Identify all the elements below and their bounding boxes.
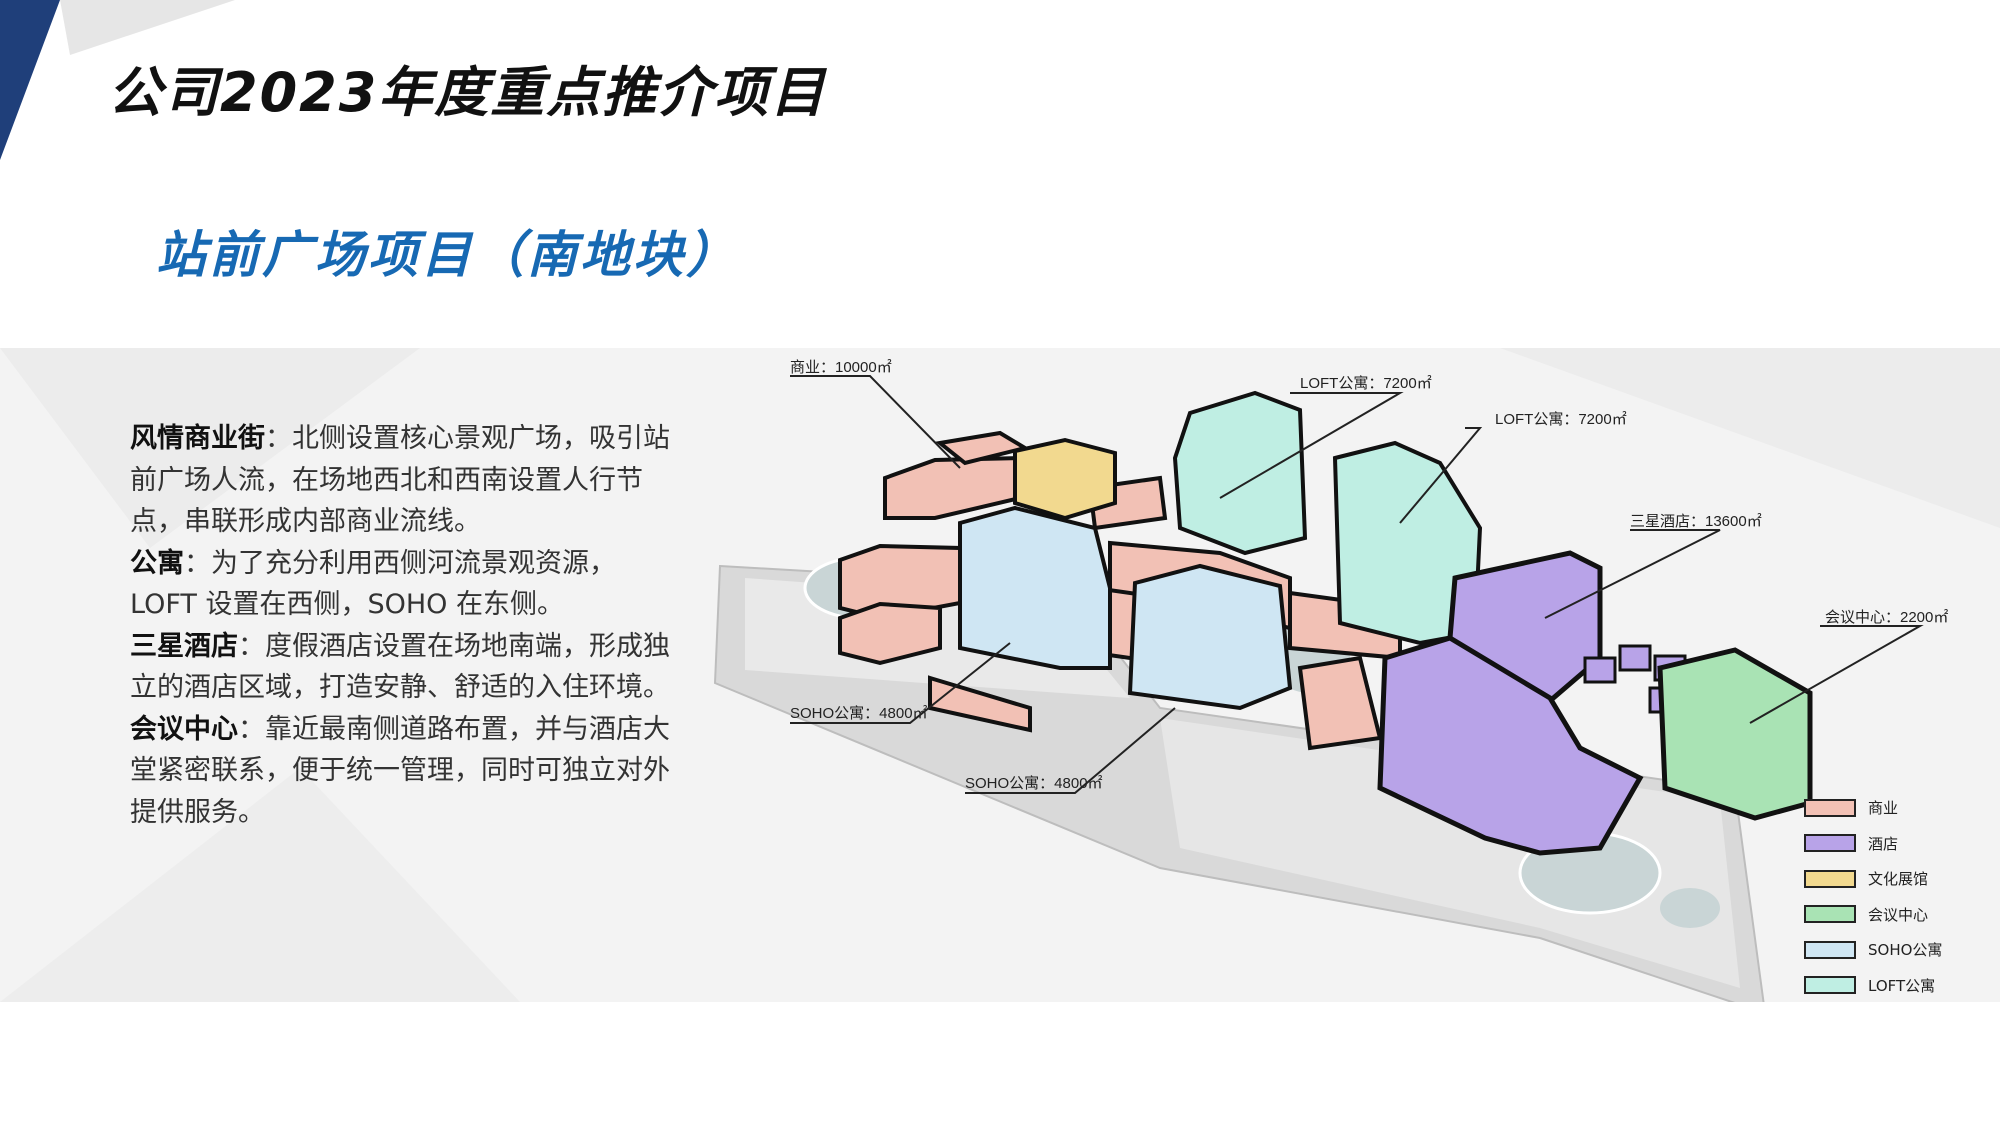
callout-loft-2: LOFT公寓：7200㎡ bbox=[1495, 410, 1627, 428]
callout-loft-1: LOFT公寓：7200㎡ bbox=[1300, 374, 1432, 392]
legend-swatch bbox=[1804, 940, 1856, 959]
description-body: ：度假酒店设置在场地南端，形成独立的酒店区域，打造安静、舒适的入住环境。 bbox=[130, 630, 670, 704]
description-paragraph: 三星酒店：度假酒店设置在场地南端，形成独立的酒店区域，打造安静、舒适的入住环境。 bbox=[130, 626, 670, 709]
description-paragraph: 公寓：为了充分利用西侧河流景观资源，LOFT 设置在西侧，SOHO 在东侧。 bbox=[130, 543, 670, 626]
legend-swatch bbox=[1804, 834, 1856, 853]
legend-label: 商业 bbox=[1868, 799, 1899, 818]
description-heading: 三星酒店 bbox=[130, 630, 238, 662]
callout-commerce: 商业：10000㎡ bbox=[790, 359, 892, 376]
corner-decoration bbox=[0, 0, 235, 160]
page-title: 公司2023年度重点推介项目 bbox=[108, 61, 827, 124]
legend-item: 会议中心 bbox=[1804, 897, 1994, 933]
legend-swatch bbox=[1804, 798, 1856, 817]
legend-item: LOFT公寓 bbox=[1804, 968, 1994, 1004]
loft-apartments bbox=[1172, 390, 1483, 646]
legend-item: 文化展馆 bbox=[1804, 861, 1994, 897]
legend-label: 文化展馆 bbox=[1868, 870, 1929, 889]
legend-item: SOHO公寓 bbox=[1804, 932, 1994, 968]
callout-conference: 会议中心：2200㎡ bbox=[1825, 609, 1948, 626]
legend-swatch bbox=[1804, 976, 1856, 995]
callout-hotel: 三星酒店：13600㎡ bbox=[1630, 513, 1762, 530]
legend-label: LOFT公寓 bbox=[1868, 976, 1936, 995]
description-paragraph: 会议中心：靠近最南侧道路布置，并与酒店大堂紧密联系，便于统一管理，同时可独立对外… bbox=[130, 709, 670, 834]
description-heading: 风情商业街 bbox=[130, 423, 265, 454]
section-title: 站前广场项目（南地块） bbox=[156, 226, 739, 284]
description-body: ：为了充分利用西侧河流景观资源，LOFT 设置在西侧，SOHO 在东侧。 bbox=[130, 547, 616, 621]
legend-item: 商业 bbox=[1804, 790, 1994, 826]
description-paragraph: 风情商业街：北侧设置核心景观广场，吸引站前广场人流，在场地西北和西南设置人行节点… bbox=[130, 418, 670, 543]
description-body: ：靠近最南侧道路布置，并与酒店大堂紧密联系，便于统一管理，同时可独立对外提供服务… bbox=[130, 713, 670, 828]
legend-label: 会议中心 bbox=[1868, 905, 1929, 924]
legend-label: 酒店 bbox=[1868, 834, 1899, 853]
legend: 商业 酒店 文化展馆 会议中心 SOHO公寓 LOFT公寓 bbox=[1804, 790, 1994, 1003]
cultural-hall bbox=[1013, 437, 1117, 521]
legend-swatch bbox=[1804, 869, 1856, 888]
description-body: ：北侧设置核心景观广场，吸引站前广场人流，在场地西北和西南设置人行节点，串联形成… bbox=[130, 423, 670, 537]
content-panel: 商业：10000㎡ LOFT公寓：7200㎡ LOFT公寓：7200㎡ 三星酒店… bbox=[0, 348, 2000, 1002]
project-description: 风情商业街：北侧设置核心景观广场，吸引站前广场人流，在场地西北和西南设置人行节点… bbox=[130, 418, 670, 833]
site-plan: 商业：10000㎡ LOFT公寓：7200㎡ LOFT公寓：7200㎡ 三星酒店… bbox=[0, 348, 2000, 1002]
legend-swatch bbox=[1804, 905, 1856, 924]
conference-center bbox=[1657, 647, 1813, 821]
callout-soho-2: SOHO公寓：4800㎡ bbox=[965, 774, 1103, 792]
description-heading: 会议中心 bbox=[130, 713, 238, 745]
legend-label: SOHO公寓 bbox=[1868, 941, 1943, 960]
soho-apartments bbox=[958, 505, 1293, 711]
legend-item: 酒店 bbox=[1804, 826, 1994, 862]
description-heading: 公寓 bbox=[130, 547, 184, 579]
callout-soho-1: SOHO公寓：4800㎡ bbox=[790, 704, 928, 722]
hotel-building bbox=[1377, 550, 1644, 856]
